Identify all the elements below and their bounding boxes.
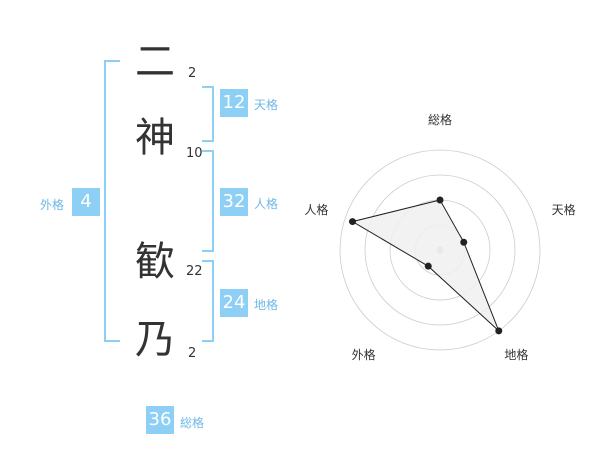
jinkaku-bracket	[202, 150, 214, 252]
radar-point	[460, 238, 468, 246]
radar-ring	[364, 174, 516, 326]
radar-axis-label: 人格	[304, 202, 328, 217]
radar-point	[436, 196, 444, 204]
jinkaku-label: 人格	[254, 197, 279, 211]
radar-point	[495, 327, 503, 335]
char-3: 歓	[135, 239, 175, 285]
radar-axis-label: 総格	[428, 112, 452, 127]
gaikaku-bracket	[104, 60, 120, 342]
radar-point	[349, 218, 357, 226]
gaikaku-label: 外格	[40, 198, 65, 212]
char-2-strokes: 10	[186, 146, 203, 161]
chikaku-bracket	[202, 260, 214, 342]
chikaku-value: 24	[220, 289, 248, 317]
radar-point	[424, 262, 432, 270]
char-1-strokes: 2	[188, 66, 197, 81]
gaikaku-value: 4	[72, 188, 100, 216]
char-2: 神	[135, 115, 175, 161]
tenkaku-label: 天格	[254, 98, 279, 112]
char-1: 二	[135, 39, 175, 85]
radar-axis-label: 外格	[352, 347, 376, 362]
radar-ring	[339, 149, 541, 351]
jinkaku-value: 32	[220, 188, 248, 216]
tenkaku-value: 12	[220, 89, 248, 117]
soukaku-label: 総格	[180, 416, 205, 430]
chikaku-label: 地格	[254, 298, 279, 312]
char-3-strokes: 22	[186, 264, 203, 279]
radar-axis-label: 地格	[504, 347, 528, 362]
char-4: 乃	[135, 317, 175, 363]
radar-area	[351, 199, 500, 332]
char-4-strokes: 2	[188, 346, 197, 361]
radar-axis-label: 天格	[552, 202, 576, 217]
radar-points	[349, 196, 503, 335]
tenkaku-bracket	[202, 86, 214, 142]
soukaku-value: 36	[146, 406, 174, 434]
